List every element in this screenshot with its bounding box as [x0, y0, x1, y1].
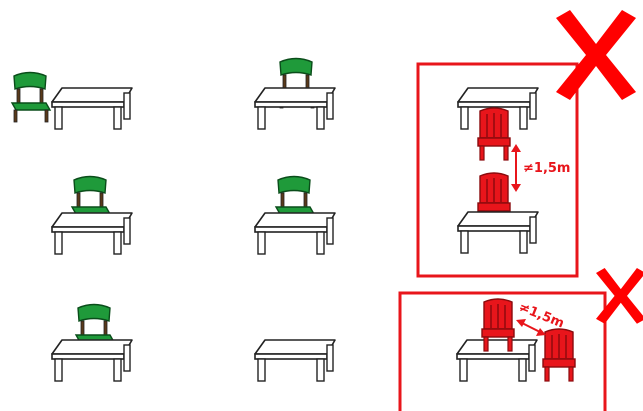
distance-label: ≠1,5m [517, 300, 567, 332]
table-icon [52, 213, 132, 254]
red-chair-icon [543, 329, 575, 381]
table-icon [255, 213, 335, 254]
table-icon [457, 340, 537, 381]
distance-label: ≠1,5m [523, 161, 570, 176]
example-table-only [255, 340, 335, 381]
table-icon [52, 88, 132, 129]
table-icon [52, 340, 132, 381]
double-arrow-icon [511, 144, 521, 192]
green-chair-icon [12, 73, 50, 123]
example-chair-behind-table [255, 59, 335, 130]
table-icon [255, 88, 335, 129]
example-chair-beside-table [12, 73, 132, 130]
red-x-mark-icon [556, 10, 636, 100]
red-chair-icon [478, 108, 510, 160]
table-icon [458, 212, 538, 253]
example-chair-at-table [52, 177, 132, 255]
example-chair-at-table [52, 305, 132, 382]
table-icon [255, 340, 335, 381]
forbidden-example-vertical: ≠1,5m [418, 10, 636, 276]
forbidden-example-diagonal: ≠1,5m [400, 268, 643, 411]
red-x-mark-icon [596, 268, 643, 324]
example-chair-at-table [255, 177, 335, 255]
